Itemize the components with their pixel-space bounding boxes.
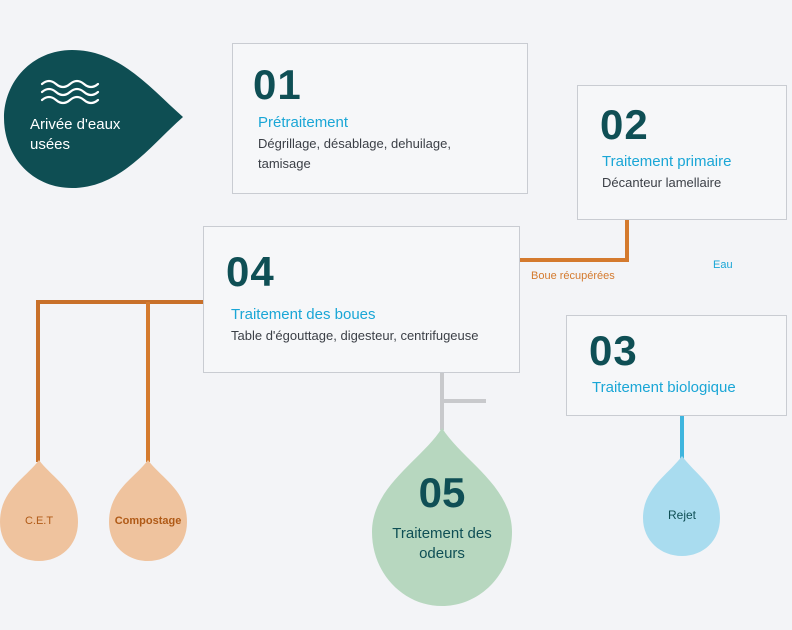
cet-label: C.E.T: [24, 515, 54, 527]
step-05-title: Traitement des odeurs: [392, 525, 492, 562]
step-01-box: 01 Prétraitement Dégrillage, désablage, …: [232, 43, 528, 194]
rejet-drop: [643, 456, 720, 556]
step-04-desc: Table d'égouttage, digesteur, centrifuge…: [231, 328, 479, 343]
cet-drop: [0, 460, 78, 561]
step-03-number: 03: [589, 327, 638, 374]
step-02-box: 02 Traitement primaire Décanteur lamella…: [577, 85, 787, 220]
compostage-drop: [109, 460, 187, 561]
step-04-box: 04 Traitement des boues Table d'égouttag…: [203, 226, 520, 373]
step-02-desc: Décanteur lamellaire: [602, 175, 722, 190]
step-01-title: Prétraitement: [258, 114, 349, 131]
step-04-number: 04: [226, 248, 275, 295]
step-02-title: Traitement primaire: [602, 153, 732, 170]
boue-label: Boue récupérées: [531, 270, 615, 282]
step-02-number: 02: [600, 101, 649, 148]
step-05-number: 05: [418, 469, 466, 516]
rejet-label: Rejet: [667, 508, 696, 522]
step-01-number: 01: [253, 61, 302, 108]
step-01-desc: Dégrillage, désablage, dehuilage, tamisa…: [258, 136, 451, 171]
step-04-title: Traitement des boues: [231, 306, 376, 323]
line-02-to-04: [519, 220, 629, 262]
start-label: Arivée d'eaux usées: [30, 116, 121, 153]
step-03-box: 03 Traitement biologique: [566, 315, 787, 416]
step-03-title: Traitement biologique: [592, 379, 736, 396]
eau-label: Eau: [713, 259, 733, 271]
start-drop: [4, 50, 183, 188]
line-04-to-cet: [36, 300, 203, 462]
compostage-label: Compostage: [114, 515, 182, 527]
odeurs-drop: [372, 428, 512, 606]
waves-icon: [40, 79, 100, 105]
